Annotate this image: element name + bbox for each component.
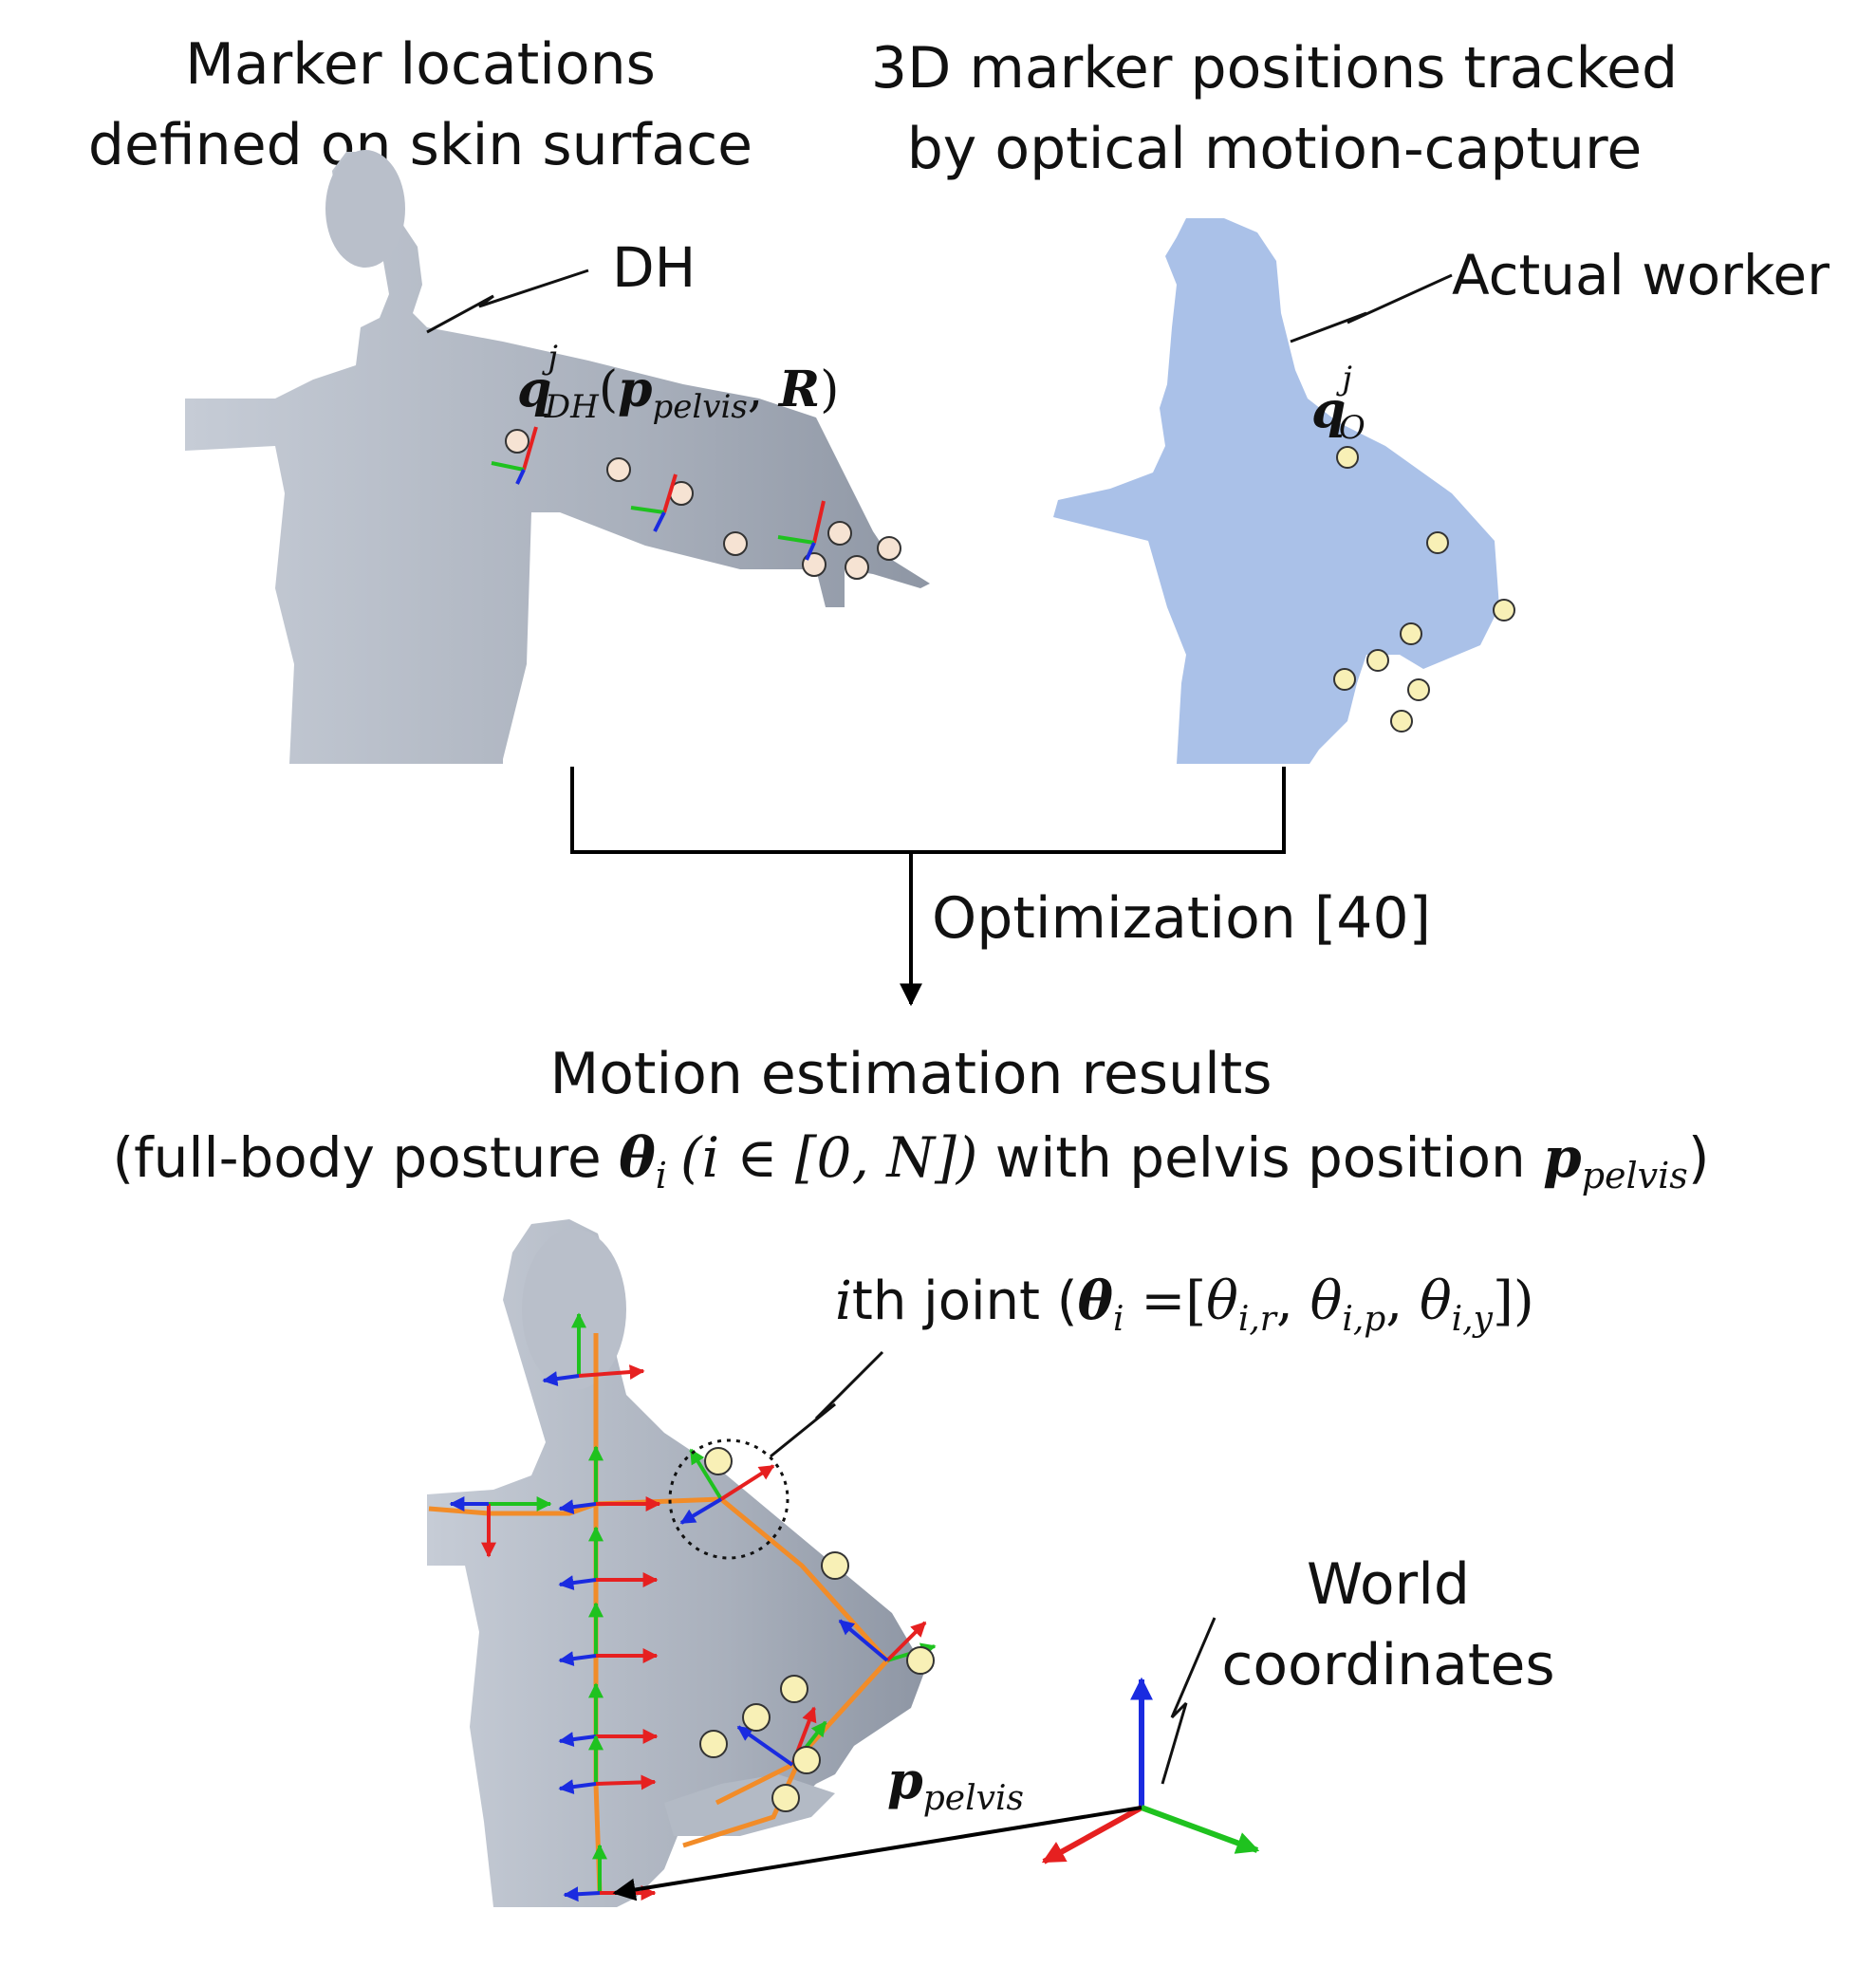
joint-sub-iy: i,y [1452,1300,1494,1339]
joint-leader-line [770,1350,884,1458]
eq-comma: , [748,362,779,418]
joint-theta-y: θ [1420,1270,1452,1332]
joint-sub-ir: i,r [1238,1300,1278,1339]
marker [723,531,748,556]
joint-eq: =[ [1124,1270,1207,1332]
dh-figure [185,150,930,764]
pelvis-sub: pelvis [923,1779,1024,1818]
marker [1333,668,1356,691]
pelvis-vector-arrow [612,1806,1142,1901]
left-caption-line1: Marker locations [185,31,656,98]
right-caption-line1: 3D marker positions tracked [871,35,1678,102]
eq-R: R [777,361,820,418]
world-caption-line2: coordinates [1221,1632,1554,1698]
dh-axis-triads [491,426,826,561]
joint-label: ith joint (θi =[θi,r, θi,p, θi,y]) [835,1270,1534,1339]
worker-label: Actual worker [1452,243,1830,307]
worker-silhouette [1053,218,1499,764]
result-markers [699,1447,935,1812]
hand-bone [682,1763,800,1848]
marker [704,1447,733,1475]
eq-close-paren: ) [820,362,839,418]
eq-p: p [618,361,652,418]
marker [1407,678,1430,701]
ith-joint-highlight [668,1438,789,1560]
worker-leader-line [1290,273,1453,343]
marker [1400,622,1422,645]
results-caption-line2: (full-body posture θi (i ∈ [0, N]) with p… [113,1125,1710,1196]
marker [792,1746,821,1774]
results-range: (i ∈ [0, N]) [680,1125,977,1190]
eq-open-paren: ( [599,362,618,418]
optimization-bracket [570,767,1286,1007]
results-p: p [1543,1125,1582,1190]
results-theta: θ [619,1125,656,1190]
joint-sep-2: , [1385,1270,1420,1332]
eq-q-o: q [1311,381,1346,439]
marker [780,1675,808,1703]
joint-theta-r: θ [1206,1270,1238,1332]
marker [1390,710,1413,733]
marker [845,555,869,580]
eq-sub-o: O [1339,409,1365,447]
eq-sub-dh: DH [544,388,600,426]
results-caption-line1: Motion estimation results [549,1041,1272,1107]
marker [699,1730,728,1758]
dh-label: DH [612,235,696,300]
worker-markers [1333,446,1515,733]
left-caption-line2: defined on skin surface [88,112,752,178]
marker [906,1646,935,1675]
joint-theta: θ [1078,1270,1114,1332]
joint-text: th joint ( [852,1270,1078,1332]
right-caption-line2: by optical motion-capture [907,116,1643,182]
pelvis-vector-label: ppelvis [887,1750,1024,1818]
joint-index: i [835,1270,852,1332]
world-leader-line [1161,1617,1217,1785]
dh-markers [505,429,901,580]
joint-sub-ip: i,p [1342,1300,1385,1339]
marker [1426,531,1449,554]
marker [1493,599,1515,621]
marker [1366,649,1389,672]
optimization-label: Optimization [40] [932,885,1431,952]
results-text-b: with pelvis position [977,1125,1543,1190]
results-theta-sub: i [656,1155,667,1196]
joint-theta-sub: i [1113,1300,1124,1339]
joint-theta-p: θ [1310,1270,1343,1332]
results-p-sub: pelvis [1582,1155,1688,1196]
eq-sub-pelvis: pelvis [652,388,747,426]
results-text-a: (full-body posture [113,1125,620,1190]
marker [742,1703,771,1732]
world-x-axis [1041,1805,1143,1864]
world-y-axis [1140,1805,1260,1854]
marker [771,1784,800,1812]
world-caption-line1: World [1307,1551,1470,1618]
results-text-c: ) [1688,1125,1710,1190]
marker [877,536,901,561]
marker [821,1551,849,1580]
joint-sep-1: , [1276,1270,1310,1332]
joint-close: ]) [1493,1270,1534,1332]
marker [606,457,631,482]
dh-leader-line [426,269,589,334]
eq-q: q [517,361,551,418]
marker [1336,446,1359,469]
marker [505,429,529,454]
world-axes [1041,1677,1260,1864]
pelvis-p: p [887,1750,923,1810]
marker [827,521,852,546]
